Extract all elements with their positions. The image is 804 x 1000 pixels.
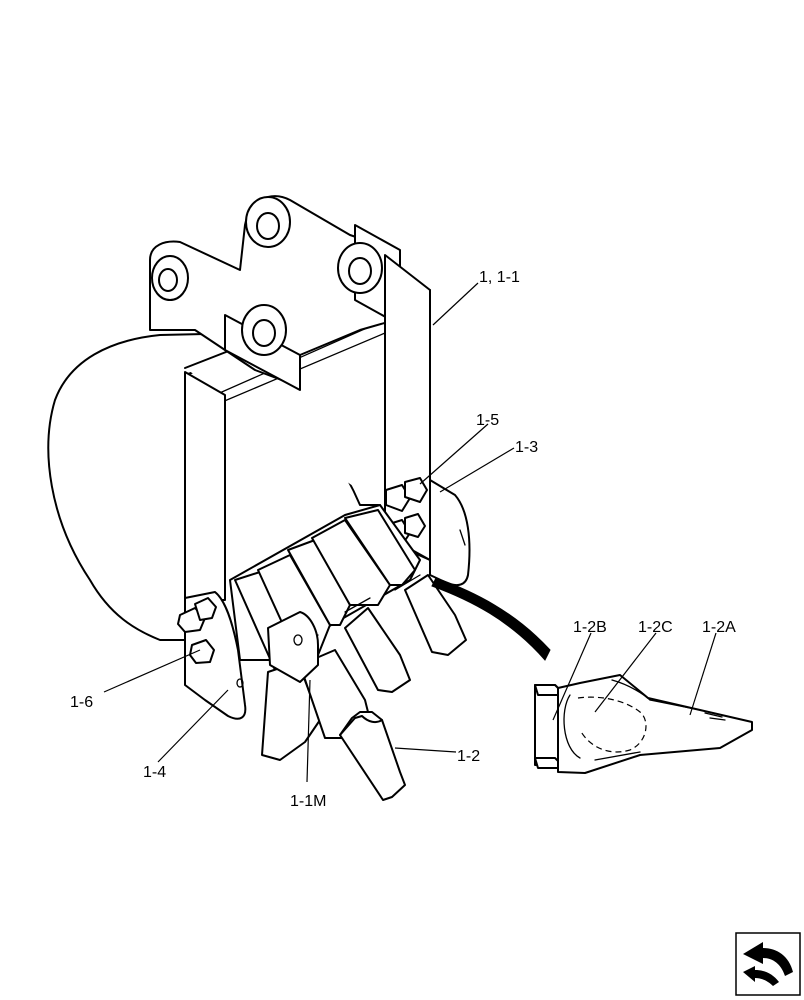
adapter-detail <box>534 674 753 774</box>
callout-bucket: 1, 1-1 <box>479 269 520 286</box>
callout-tooth: 1-2 <box>457 748 480 765</box>
callout-side-cutter: 1-3 <box>515 439 538 456</box>
leader-lines <box>103 282 717 783</box>
callout-tooth-adapter: 1-1M <box>290 793 326 810</box>
callout-adapter-a: 1-2A <box>702 619 736 636</box>
return-arrow-icon <box>743 942 793 986</box>
loose-tooth <box>339 711 406 801</box>
left-bolts <box>177 597 217 664</box>
side-cutter <box>429 479 471 587</box>
right-side-plate <box>384 254 431 561</box>
callouts: 1, 1-1 1-5 1-3 1-6 1-4 1-1M 1-2 1-2B 1-2… <box>70 269 736 810</box>
callout-cutter-plate: 1-4 <box>143 764 166 781</box>
callout-adapter-c: 1-2C <box>638 619 673 636</box>
callout-nut: 1-6 <box>70 694 93 711</box>
callout-bolt: 1-5 <box>476 412 499 429</box>
left-side-plate <box>184 371 226 601</box>
callout-adapter-b: 1-2B <box>573 619 607 636</box>
return-button[interactable] <box>735 932 801 996</box>
detail-arrow <box>431 577 551 661</box>
tooth-adapter <box>267 611 319 683</box>
mounting-bracket <box>149 195 413 391</box>
